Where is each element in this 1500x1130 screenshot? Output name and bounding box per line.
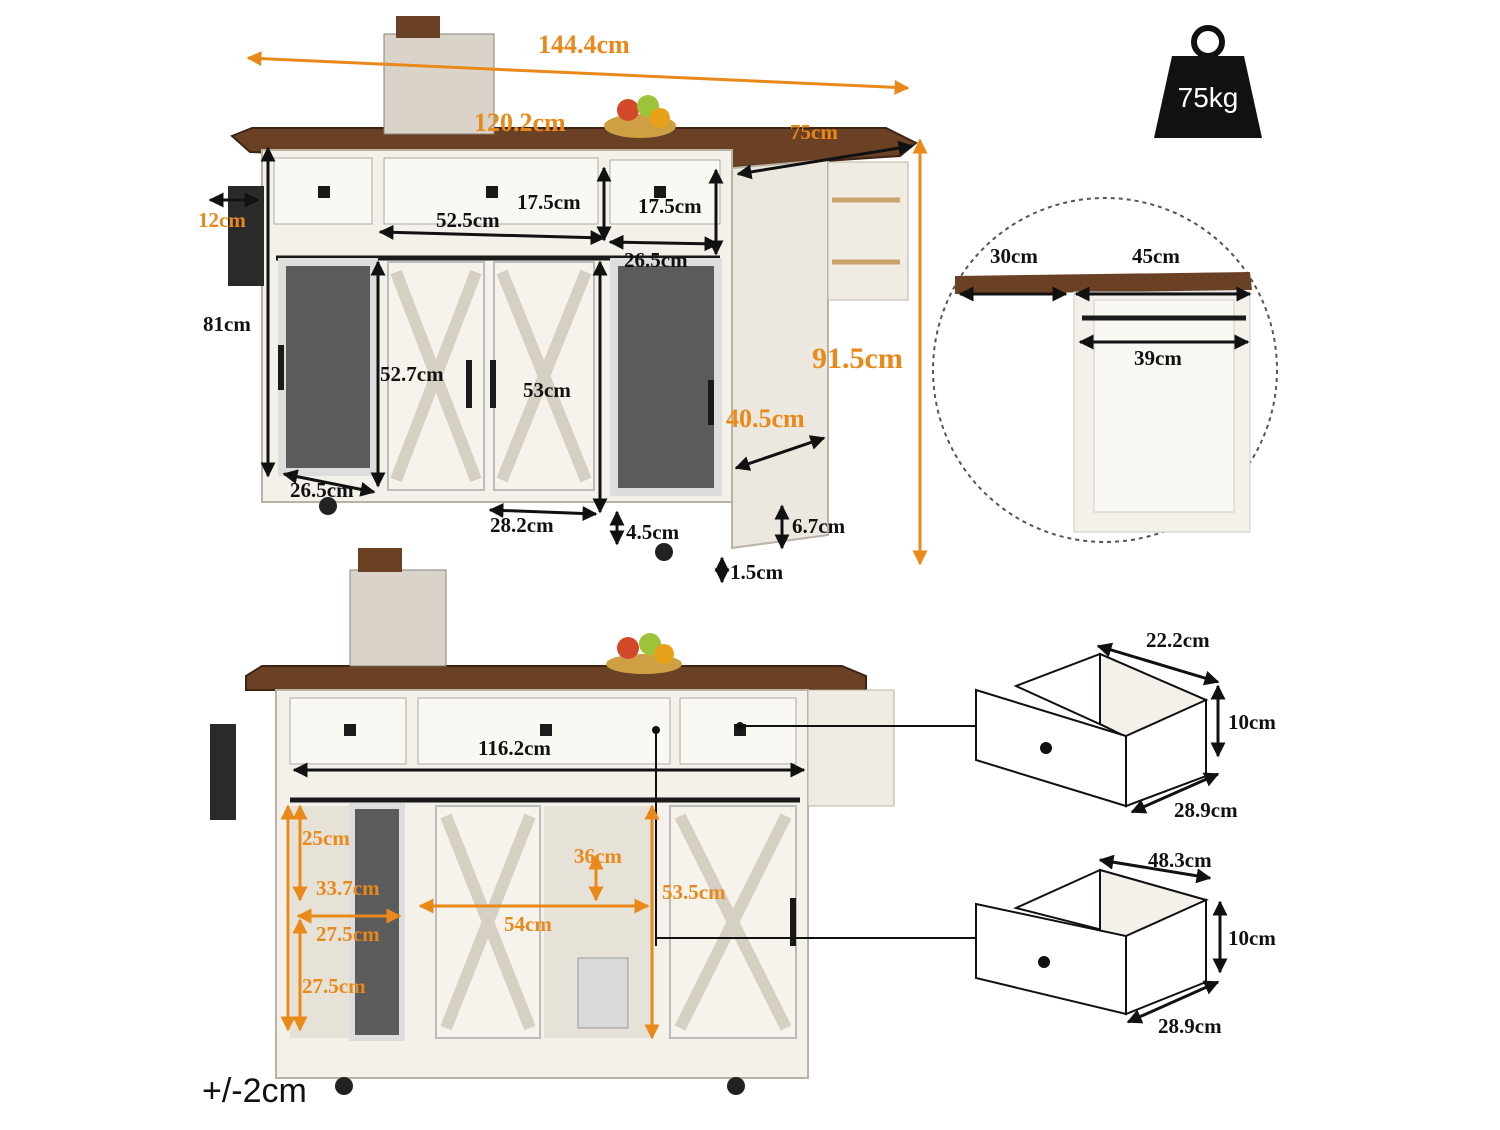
left-inner-height-label: 33.7cm [316, 876, 380, 900]
center-inner-height-label: 53.5cm [662, 880, 726, 904]
inner-depth-label: 39cm [1134, 346, 1182, 370]
left-door-width-label: 26.5cm [290, 478, 354, 502]
small-drawer-height-label: 10cm [1228, 710, 1276, 734]
right-drawer-width-label: 26.5cm [624, 248, 688, 272]
drawer-total-label: 116.2cm [478, 736, 551, 760]
large-drawer-width-label: 48.3cm [1148, 848, 1212, 872]
side-depth-label: 40.5cm [726, 404, 805, 433]
floor-gap-label: 1.5cm [730, 560, 784, 584]
large-drawer-depth-label: 28.9cm [1158, 1014, 1222, 1038]
large-drawer-height-label: 10cm [1228, 926, 1276, 950]
center-drawer-width-label: 52.5cm [436, 208, 500, 232]
center-inner-width-label: 54cm [504, 912, 552, 936]
cabinet-height-label: 81cm [203, 312, 251, 336]
barn-door-width-label: 53cm [523, 378, 571, 402]
door-panel-width-label: 28.2cm [490, 513, 554, 537]
small-drawer-diagram [975, 652, 1209, 808]
overhang-label: 30cm [990, 244, 1038, 268]
front-island-illustration [210, 548, 895, 1095]
large-drawer-diagram [975, 868, 1209, 1016]
small-drawer-dims [1096, 642, 1226, 814]
base-height-label: 6.7cm [792, 514, 846, 538]
small-drawer-depth-label: 28.9cm [1174, 798, 1238, 822]
shelf-lower-label: 27.5cm [302, 974, 366, 998]
front-dimension-lines [280, 722, 976, 1040]
top-depth-label: 45cm [1132, 244, 1180, 268]
large-drawer-dims [1098, 854, 1228, 1024]
tolerance-note: +/-2cm [202, 1072, 307, 1110]
door-height-label: 52.7cm [380, 362, 444, 386]
weight-icon [1154, 25, 1262, 138]
total-height-label: 91.5cm [812, 342, 903, 375]
center-drawer-height-label: 17.5cm [517, 190, 581, 214]
wheel-clearance-label: 4.5cm [626, 520, 680, 544]
towel-rack-label: 12cm [198, 208, 246, 232]
detail-circle [932, 197, 1278, 543]
center-shelf-height-label: 36cm [574, 844, 622, 868]
small-drawer-width-label: 22.2cm [1146, 628, 1210, 652]
weight-label: 75kg [1177, 82, 1239, 113]
right-drawer-height-label: 17.5cm [638, 194, 702, 218]
depth-label: 75cm [790, 120, 838, 144]
top-dimension-lines [208, 51, 928, 584]
top-length-label: 120.2cm [474, 108, 566, 137]
shelf-upper-label: 25cm [302, 826, 350, 850]
left-inner-width-label: 27.5cm [316, 922, 380, 946]
total-length-label: 144.4cm [538, 30, 630, 59]
